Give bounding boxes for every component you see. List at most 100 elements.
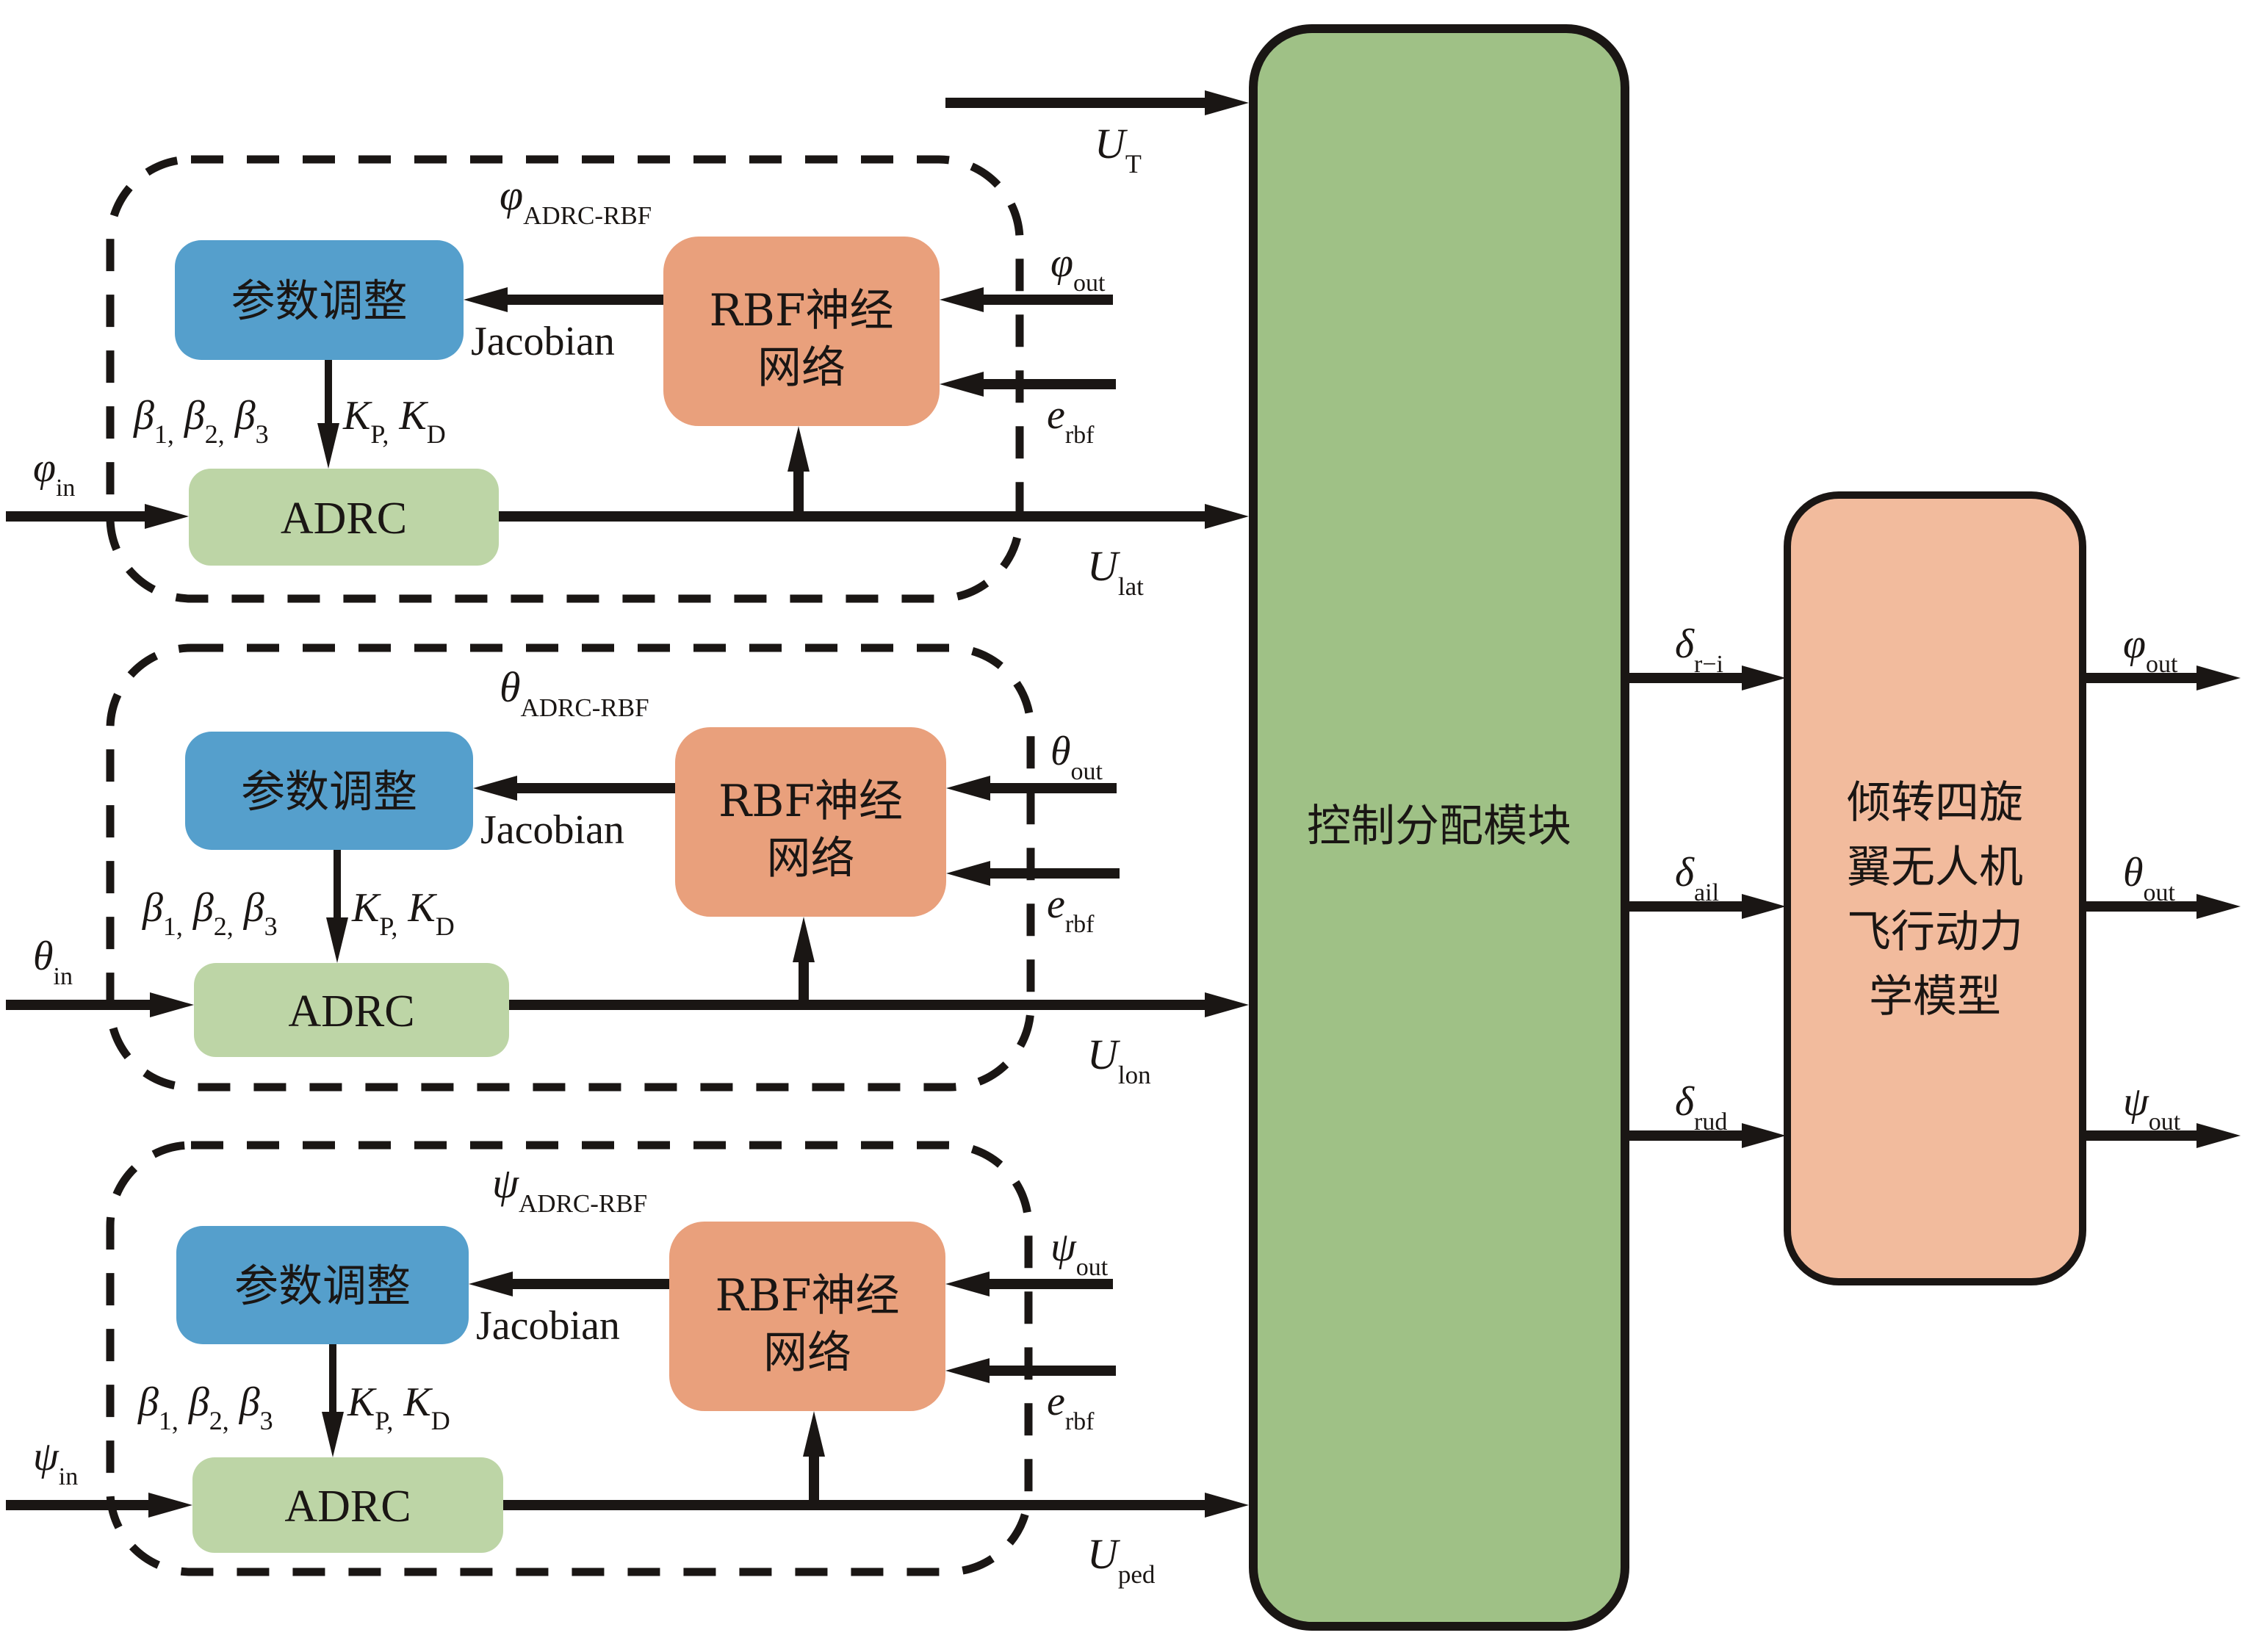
error-input-label-subscript: rbf xyxy=(1065,911,1095,938)
reference-input-label-subscript: in xyxy=(54,963,73,990)
k-symbol: K xyxy=(351,885,381,931)
rbf-tap-arrow xyxy=(793,917,815,1005)
rbf-network-label: 网络 xyxy=(763,1327,851,1379)
beta-symbol: β xyxy=(234,393,256,439)
separator xyxy=(397,899,408,945)
adrc-label: ADRC xyxy=(284,1482,411,1532)
jacobian-arrow xyxy=(469,1272,669,1296)
error-input-arrow-arrowhead xyxy=(940,372,984,397)
control-output-label: Ulon xyxy=(1087,1031,1151,1089)
beta-symbol: β xyxy=(239,1379,260,1425)
control-output-label-symbol: U xyxy=(1087,542,1121,590)
control-output-label-subscript: ped xyxy=(1118,1560,1156,1589)
adrc-block xyxy=(194,963,509,1057)
adrc-label: ADRC xyxy=(281,494,407,544)
reference-input-label-subscript: in xyxy=(56,475,75,502)
actuator-arrow-arrowhead xyxy=(1742,1123,1786,1148)
beta-symbol: β xyxy=(137,1379,159,1425)
error-input-label: erbf xyxy=(1047,392,1095,449)
control-output-arrow-arrowhead xyxy=(1205,992,1249,1017)
feedback-input-label-symbol: ψ xyxy=(1050,1224,1077,1270)
gain-arrow-arrowhead xyxy=(326,917,348,963)
group-label-subscript: ADRC-RBF xyxy=(519,1189,647,1218)
state-output-arrow-arrowhead xyxy=(2196,1123,2241,1148)
actuator-label-symbol: δ xyxy=(1675,850,1695,895)
param-adjust-block xyxy=(175,240,464,360)
beta-subscript: 3 xyxy=(264,912,278,941)
k-gains-label: KP, KD xyxy=(347,1379,450,1439)
actuator-label-symbol: δ xyxy=(1675,621,1695,667)
group-label: θADRC-RBF xyxy=(500,663,649,722)
feedback-input-label-subscript: out xyxy=(1071,758,1103,785)
control-output-label-symbol: U xyxy=(1087,1530,1121,1578)
state-output-label-symbol: θ xyxy=(2123,850,2144,895)
jacobian-arrow-arrowhead xyxy=(473,776,517,801)
beta-subscript: 1, xyxy=(163,912,183,941)
error-input-label: erbf xyxy=(1047,881,1095,938)
gain-arrow xyxy=(322,1344,344,1457)
group-label: ψADRC-RBF xyxy=(492,1159,647,1218)
actuator-arrow-arrowhead xyxy=(1742,666,1786,690)
group-label: φADRC-RBF xyxy=(500,171,652,230)
control-output-arrow xyxy=(503,1493,1249,1518)
jacobian-label: Jacobian xyxy=(471,319,615,364)
actuator-label-subscript: ail xyxy=(1694,879,1719,906)
control-output-label-subscript: lon xyxy=(1118,1061,1151,1089)
feedback-input-arrow-arrowhead xyxy=(940,287,984,312)
separator xyxy=(179,1393,189,1439)
feedback-input-arrow xyxy=(940,287,1113,312)
beta-symbol: β xyxy=(243,885,264,931)
k-symbol: K xyxy=(407,885,437,931)
jacobian-arrow xyxy=(464,287,663,312)
reference-input-arrow xyxy=(6,504,189,529)
state-output-label: φout xyxy=(2123,621,2178,678)
state-output-label: θout xyxy=(2123,850,2176,906)
actuator-label-symbol: δ xyxy=(1675,1079,1695,1125)
beta-subscript: 2, xyxy=(214,912,234,941)
rbf-tap-arrow-arrowhead xyxy=(788,426,810,472)
state-output-label-subscript: out xyxy=(2149,1108,2181,1136)
beta-gains-label: β1, β2, β3 xyxy=(133,393,269,452)
k-symbol: K xyxy=(347,1379,377,1425)
state-output-arrow-arrowhead xyxy=(2196,666,2241,690)
error-input-arrow-arrowhead xyxy=(946,861,990,886)
state-output-label-subscript: out xyxy=(2144,879,2176,906)
dashed-group-boundary xyxy=(106,643,1035,1092)
param-adjust-block xyxy=(185,732,473,850)
beta-symbol: β xyxy=(188,1379,209,1425)
beta-symbol: β xyxy=(184,393,205,439)
k-gains-label: KP, KD xyxy=(342,393,446,452)
gain-arrow xyxy=(326,850,348,963)
group-label-subscript: ADRC-RBF xyxy=(521,693,649,722)
adrc-label: ADRC xyxy=(288,986,414,1036)
reference-input-arrow xyxy=(6,1493,192,1518)
reference-input-arrow-arrowhead xyxy=(145,504,189,529)
dynamics-label-line: 学模型 xyxy=(1869,971,2001,1022)
reference-input-label-symbol: θ xyxy=(33,934,54,979)
beta-subscript: 2, xyxy=(209,1406,229,1435)
feedback-input-label: φout xyxy=(1050,240,1106,297)
throttle-sub: T xyxy=(1125,149,1142,178)
separator xyxy=(225,407,235,452)
gain-arrow-arrowhead xyxy=(322,1412,344,1457)
dynamics-label-line: 飞行动力 xyxy=(1847,906,2023,958)
state-output-arrow xyxy=(2082,666,2241,690)
rbf-network-block xyxy=(669,1222,945,1411)
jacobian-arrow-arrowhead xyxy=(469,1272,513,1296)
param-adjust-label: 参数调整 xyxy=(231,276,408,328)
control-output-arrow xyxy=(499,504,1249,529)
jacobian-label: Jacobian xyxy=(480,807,624,853)
state-output-label-symbol: ψ xyxy=(2123,1079,2149,1125)
error-input-label-subscript: rbf xyxy=(1065,422,1095,449)
feedback-input-label: ψout xyxy=(1050,1224,1109,1281)
param-adjust-label: 参数调整 xyxy=(234,1261,411,1313)
reference-input-arrow xyxy=(6,992,194,1017)
k-gains-label: KP, KD xyxy=(351,885,455,945)
error-input-arrow xyxy=(945,1358,1116,1383)
beta-subscript: 2, xyxy=(205,419,225,449)
control-output-arrow-arrowhead xyxy=(1205,504,1249,529)
control-output-arrow xyxy=(509,992,1249,1017)
